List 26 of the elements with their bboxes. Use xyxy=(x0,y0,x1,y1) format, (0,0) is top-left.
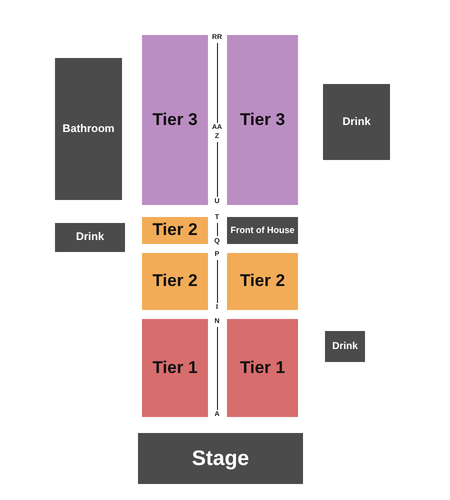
front-of-house-area xyxy=(227,217,298,244)
section-label: Tier 2 xyxy=(152,221,198,240)
seating-section xyxy=(142,319,208,417)
concession-area xyxy=(55,223,125,252)
seating-section xyxy=(142,253,208,310)
section-label: Tier 2 xyxy=(152,272,198,291)
concession-area xyxy=(323,84,390,160)
seating-section xyxy=(142,35,208,205)
section-label: Stage xyxy=(192,446,250,470)
section-label: Drink xyxy=(76,231,104,244)
concession-area xyxy=(325,331,365,362)
seating-section xyxy=(142,217,208,244)
seating-section xyxy=(227,253,298,310)
section-label: Tier 3 xyxy=(240,110,286,130)
section-label: Tier 2 xyxy=(240,272,286,291)
section-label: Bathroom xyxy=(62,122,114,136)
section-label: Tier 1 xyxy=(152,358,198,378)
section-label: Drink xyxy=(342,116,371,128)
seating-section xyxy=(227,35,298,205)
restroom-area xyxy=(55,58,122,200)
section-label: Front of House xyxy=(230,226,294,236)
section-label: Drink xyxy=(332,341,358,352)
section-label: Tier 1 xyxy=(240,358,286,378)
seating-section xyxy=(227,319,298,417)
stage-area xyxy=(138,433,303,484)
section-label: Tier 3 xyxy=(152,110,198,130)
